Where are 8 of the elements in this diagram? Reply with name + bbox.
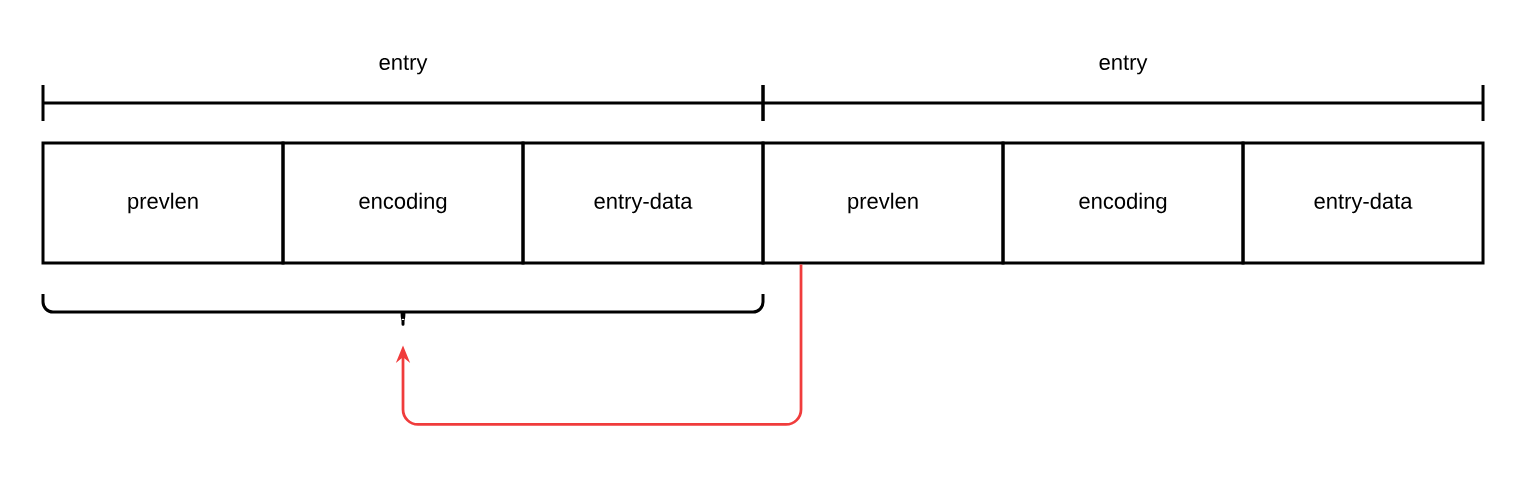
field-box: prevlen bbox=[41, 141, 285, 265]
field-box: entry-data bbox=[521, 141, 765, 265]
dimension-label: entry bbox=[379, 55, 428, 75]
field-box: encoding bbox=[281, 141, 525, 265]
dimension-label: entry bbox=[1099, 55, 1148, 75]
field-box: entry-data bbox=[1241, 141, 1485, 265]
field-box: prevlen bbox=[761, 141, 1005, 265]
field-box: encoding bbox=[1001, 141, 1245, 265]
